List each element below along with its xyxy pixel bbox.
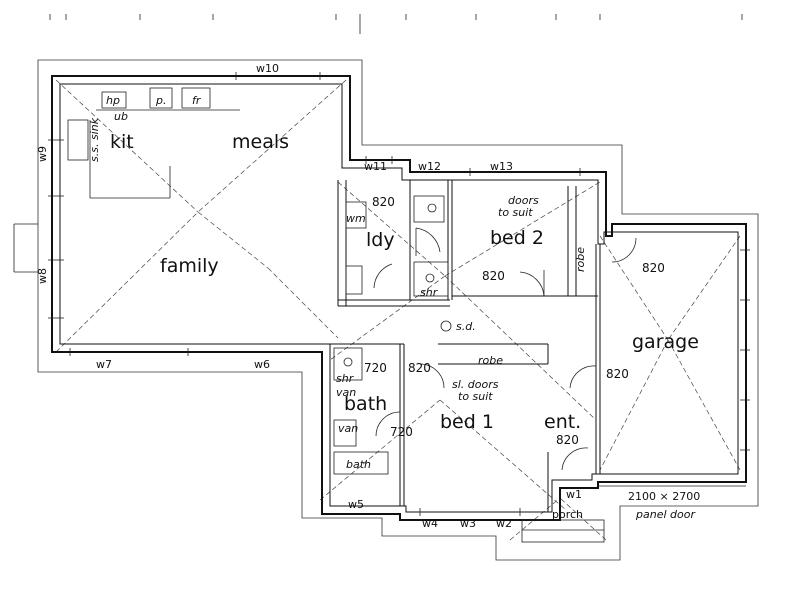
fixture-label-sink: s.s. sink — [88, 117, 101, 162]
top-tick-marks — [49, 14, 743, 34]
window-label-w5: w5 — [348, 498, 364, 511]
dimension-820-bed1: 820 — [408, 361, 431, 375]
room-label-family: family — [160, 255, 219, 277]
fixture-label-shr-bath: shr — [336, 372, 355, 385]
window-label-w9: w9 — [36, 146, 49, 162]
room-label-bed2: bed 2 — [490, 227, 544, 249]
wet-area-fixtures — [333, 195, 449, 475]
internal-walls — [330, 180, 601, 512]
fixture-label-wm: wm — [346, 212, 366, 225]
window-label-w10: w10 — [256, 62, 279, 75]
eave-outline — [37, 59, 759, 561]
fixture-label-van: van — [336, 386, 356, 399]
fixture-label-sd: s.d. — [456, 320, 476, 333]
room-label-kit: kit — [110, 131, 134, 153]
dimension-820-garage2: 820 — [606, 367, 629, 381]
note-panel-door: panel door — [635, 508, 696, 521]
dimension-820-bed2: 820 — [482, 269, 505, 283]
fixture-label-shr-ldy: shr — [420, 286, 439, 299]
dimension-820-ldy: 820 — [372, 195, 395, 209]
window-label-w13: w13 — [490, 160, 513, 173]
external-wall-outer — [51, 75, 747, 521]
room-label-meals: meals — [232, 131, 289, 153]
kitchen-fittings — [67, 87, 240, 199]
note-sl-to-suit: to suit — [458, 390, 493, 403]
note-panel-size: 2100 × 2700 — [628, 490, 700, 503]
window-label-w2: w2 — [496, 517, 512, 530]
fixture-label-hp: hp — [106, 94, 120, 107]
fixture-label-van2: van — [338, 422, 358, 435]
dimension-820-ent: 820 — [556, 433, 579, 447]
room-label-porch: porch — [552, 508, 583, 521]
window-label-w12: w12 — [418, 160, 441, 173]
dimension-820-garage: 820 — [642, 261, 665, 275]
fixture-label-fr: fr — [192, 94, 202, 107]
window-label-w4: w4 — [422, 517, 438, 530]
external-wall-inner — [59, 83, 739, 513]
room-label-bath: bath — [344, 393, 387, 415]
note-to-suit: to suit — [498, 206, 533, 219]
fixture-label-p: p. — [155, 94, 166, 107]
window-label-w6: w6 — [254, 358, 270, 371]
fixture-label-ub: ub — [114, 110, 128, 123]
dimension-720-bath: 720 — [364, 361, 387, 375]
room-label-bed1: bed 1 — [440, 411, 494, 433]
room-label-ent: ent. — [544, 411, 581, 433]
window-label-w8: w8 — [36, 268, 49, 284]
fixture-label-bath-tub: bath — [346, 458, 371, 471]
door-swings — [373, 227, 637, 471]
window-label-w11: w11 — [364, 160, 387, 173]
dimension-720-bath2: 720 — [390, 425, 413, 439]
room-label-garage: garage — [632, 331, 699, 353]
porch-steps — [521, 519, 605, 543]
fixture-label-robe-bed2: robe — [574, 247, 587, 272]
roof-hip-lines — [55, 79, 741, 541]
window-label-w3: w3 — [460, 517, 476, 530]
window-label-w7: w7 — [96, 358, 112, 371]
note-doors: doors — [508, 194, 539, 207]
fixture-label-robe-bed1: robe — [478, 354, 503, 367]
room-label-ldy: ldy — [366, 229, 395, 251]
window-marks — [13, 72, 750, 516]
window-label-w1: w1 — [566, 488, 582, 501]
note-sl-doors: sl. doors — [452, 378, 499, 391]
